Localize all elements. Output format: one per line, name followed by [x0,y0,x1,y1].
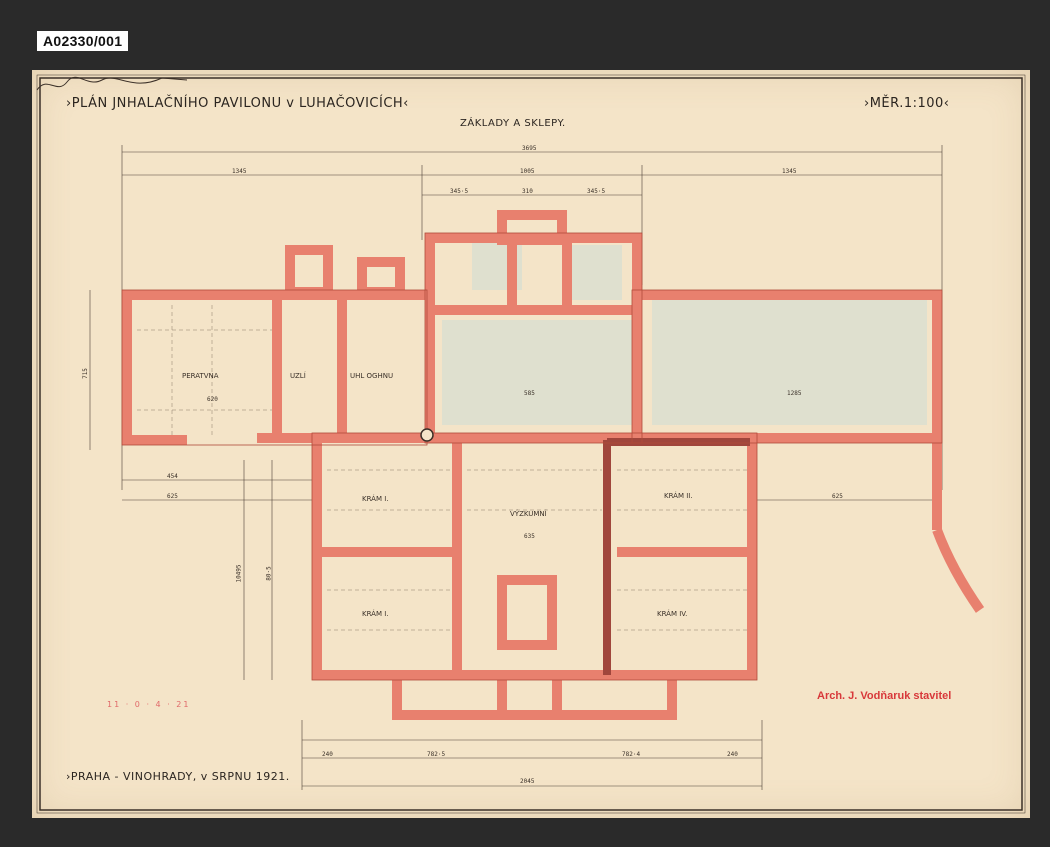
dimension-label: 80·5 [265,566,273,581]
dimension-label: 310 [522,188,533,195]
dimension-label: 240 [322,751,333,758]
dimension-label: 1345 [782,168,797,175]
dimension-label: 454 [167,473,178,480]
dimension-label: 625 [832,493,843,500]
room-label: PERATVNA [182,372,219,380]
dimension-label: 10495 [235,564,243,583]
drawing-sheet: ›PLÁN JNHALAČNÍHO PAVILONU v LUHAČOVICÍC… [32,70,1030,818]
sheet-border [39,77,1023,811]
walls [122,210,985,720]
sheet-border-outer [36,74,1026,814]
room-label: VÝZKUMNÍ [510,510,547,518]
dimension-lines [89,145,943,790]
room-label: UZLÍ [290,372,306,380]
dimension-label: 1285 [787,390,802,397]
place-and-date: ›PRAHA - VINOHRADY, v SRPNU 1921. [66,770,290,783]
dimension-label: 3695 [522,145,537,152]
column-marker [420,428,434,442]
dimension-label: 585 [524,390,535,397]
room-label: UHL OGHNU [350,372,394,380]
architect-stamp: Arch. J. Vodňaruk stavitel [817,690,952,702]
dimension-label: 240 [727,751,738,758]
room-label: KRÁM IV. [657,610,688,618]
walls-dark [603,438,750,675]
room-label: KRÁM II. [664,492,693,500]
dimension-label: 715 [81,368,89,379]
dimension-label: 345·5 [587,188,606,195]
foundation-fills [442,240,927,425]
archive-id-label: A02330/001 [37,31,129,51]
signature-scribble [36,76,188,91]
drawing-scale: ›MĚR.1:100‹ [864,96,950,111]
dimension-label: 625 [167,493,178,500]
footing-lines [137,305,747,631]
dimension-label: 1345 [232,168,247,175]
drawing-title: ›PLÁN JNHALAČNÍHO PAVILONU v LUHAČOVICÍC… [66,96,409,111]
dimension-label: 620 [207,396,218,403]
drawing-subtitle: ZÁKLADY A SKLEPY. [460,118,566,129]
dimension-label: 345·5 [450,188,469,195]
dimension-label: 635 [524,533,535,540]
registry-stamp: 11 · 0 · 4 · 21 [107,700,191,709]
dimension-label: 2045 [520,778,535,785]
floor-plan [36,74,1026,814]
dimension-label: 782·4 [622,751,641,758]
room-label: KRÁM I. [362,495,389,503]
room-label: KRÁM I. [362,610,389,618]
wall-edges [121,232,943,681]
dimension-label: 782·5 [427,751,446,758]
dimension-label: 1005 [520,168,535,175]
